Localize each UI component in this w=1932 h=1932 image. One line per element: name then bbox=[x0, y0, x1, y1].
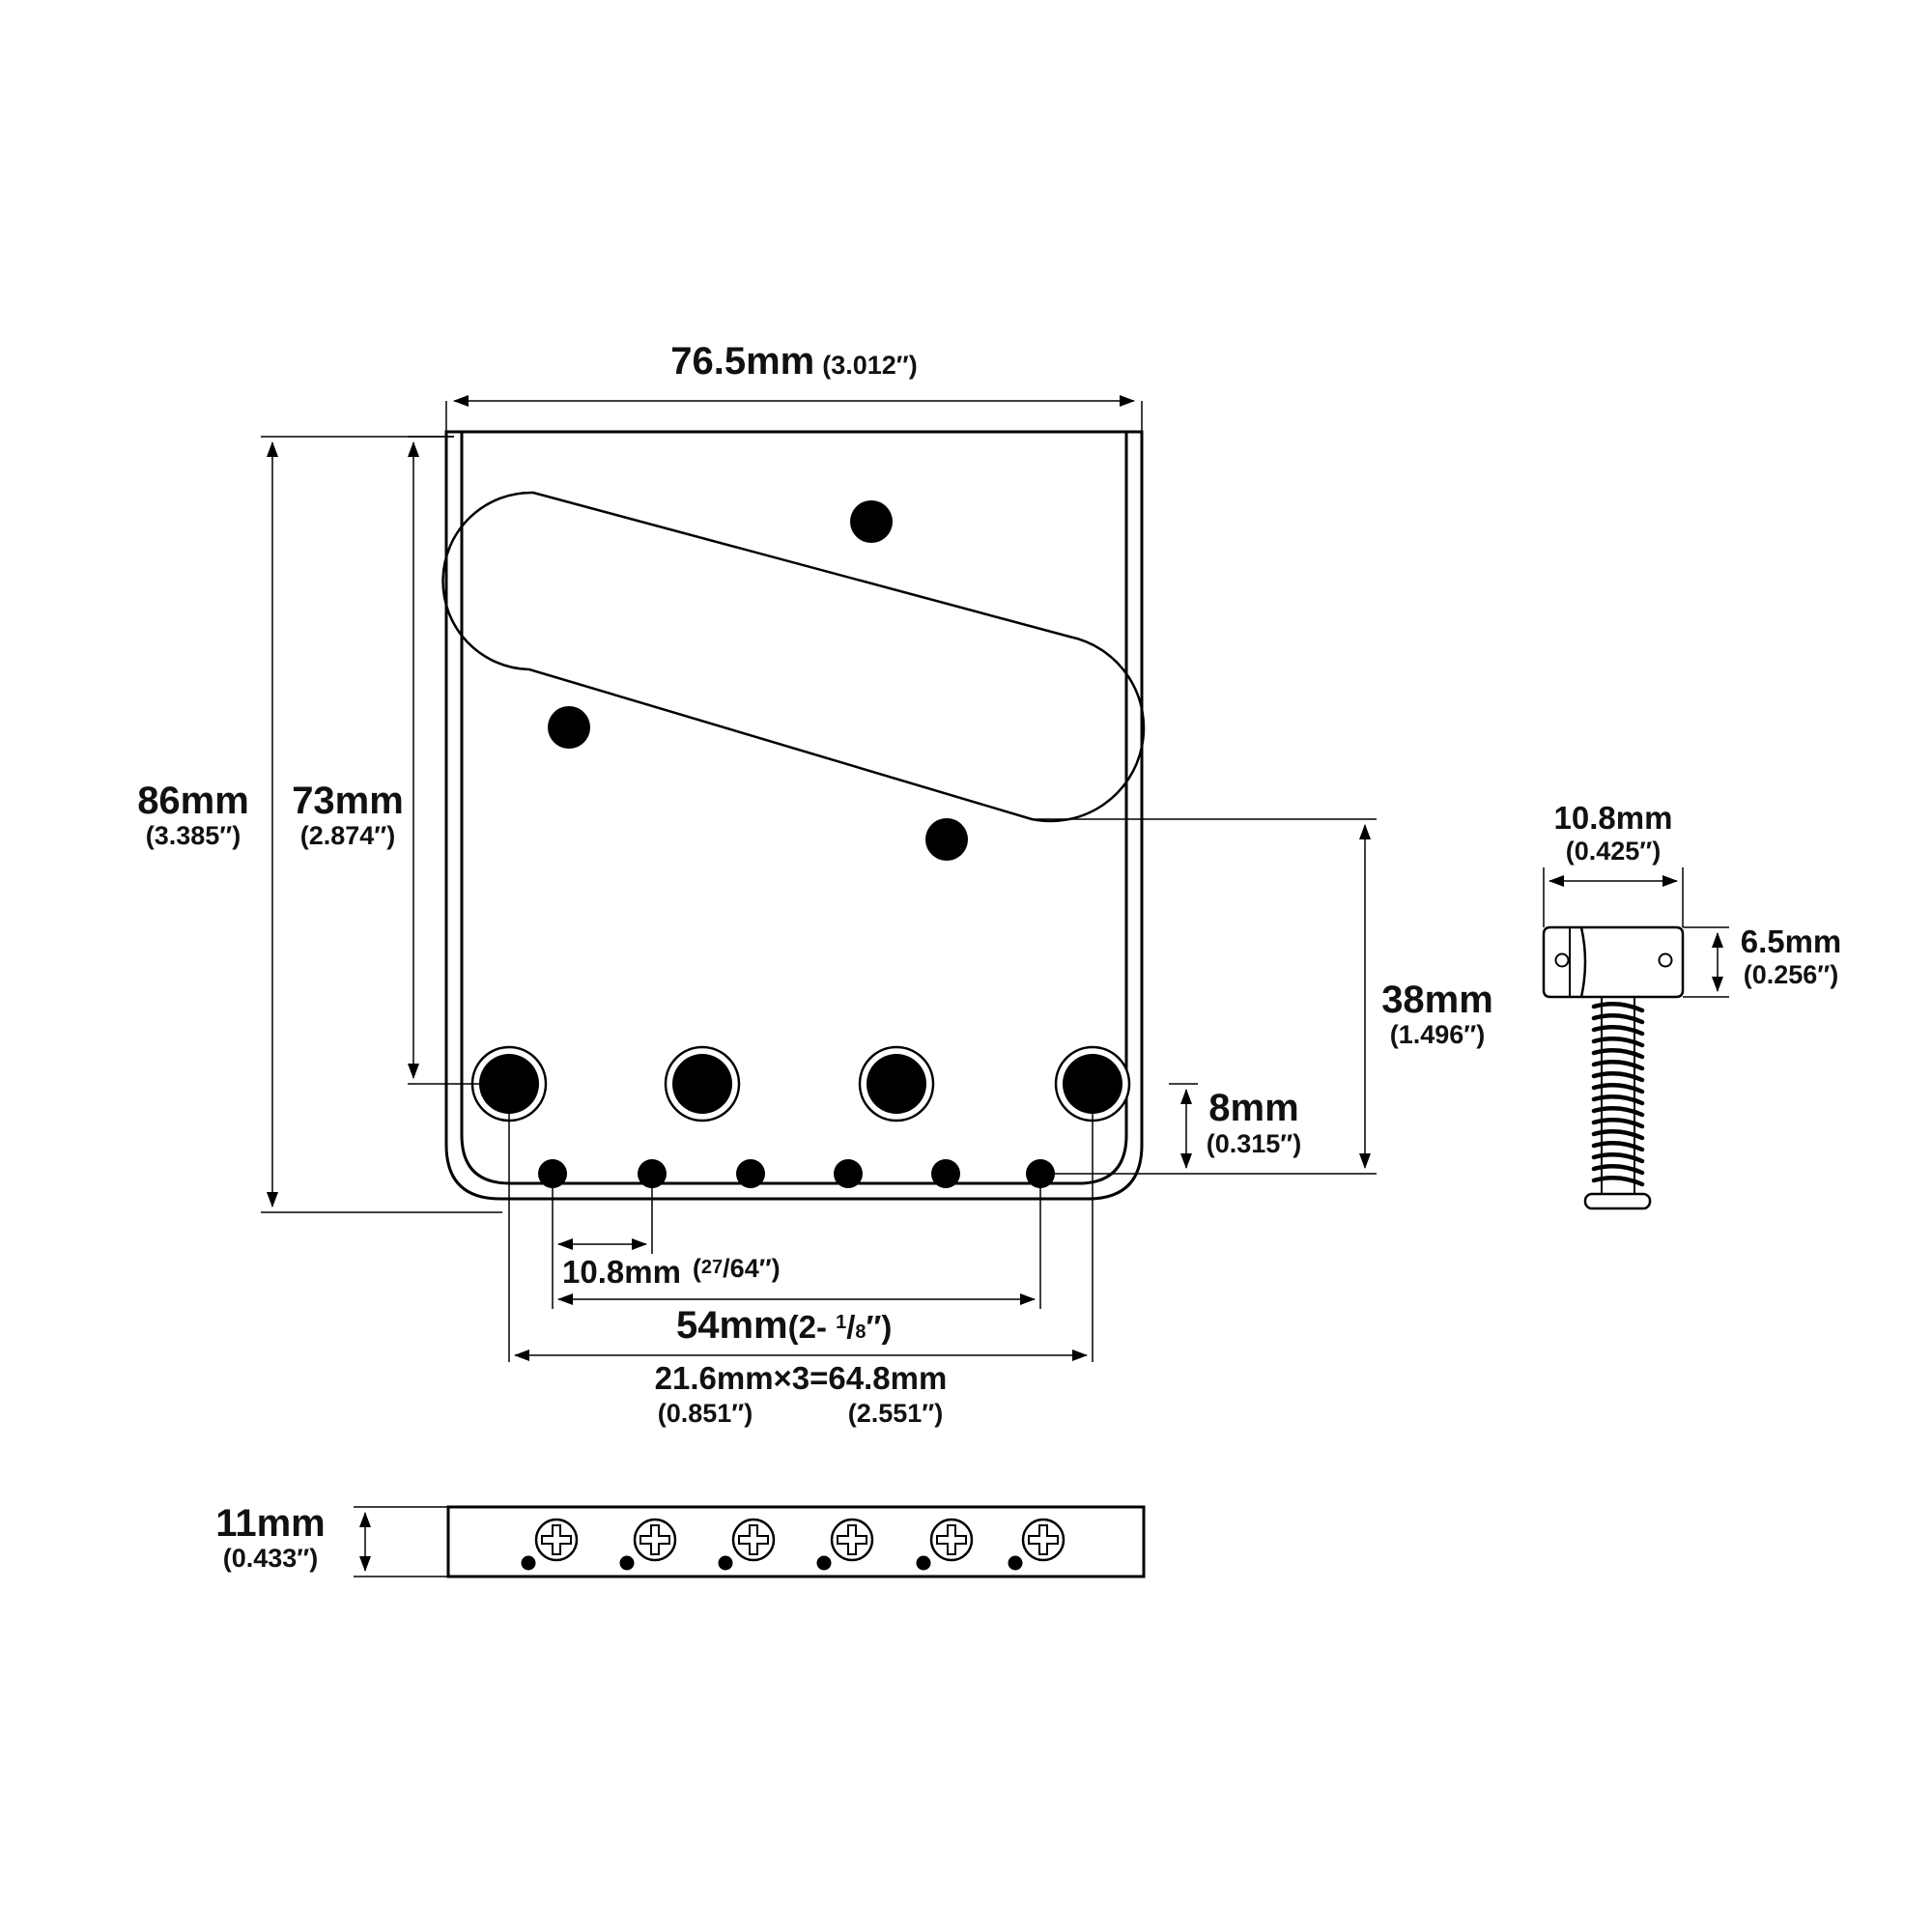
spring-icon bbox=[1591, 996, 1645, 1196]
side-string-hole-icon bbox=[1008, 1555, 1023, 1571]
phillips-screw-icon bbox=[929, 1518, 974, 1562]
string-hole-icon bbox=[736, 1159, 765, 1188]
string-hole-icon bbox=[834, 1159, 863, 1188]
phillips-screw-icon bbox=[1021, 1518, 1065, 1562]
saddle-span-in-b: (2.551″) bbox=[848, 1399, 943, 1428]
pickup-screw-holes bbox=[548, 500, 968, 861]
saddle-screw-hole-icon bbox=[1554, 952, 1570, 968]
string-hole-icon bbox=[931, 1159, 960, 1188]
saddle-screw-hole-icon bbox=[1658, 952, 1673, 968]
pickup-screw-hole-icon bbox=[850, 500, 893, 543]
side-string-hole-icon bbox=[718, 1555, 733, 1571]
saddle-length-mm: 10.8mm bbox=[1554, 800, 1673, 836]
saddle-height-in: (0.256″) bbox=[1744, 960, 1838, 989]
string-holes-row bbox=[538, 1159, 1055, 1188]
side-view bbox=[446, 1505, 1146, 1578]
small-hole-offset-in: (0.315″) bbox=[1207, 1129, 1301, 1158]
saddle-length-in: (0.425″) bbox=[1566, 837, 1661, 866]
plate-height-in: (3.385″) bbox=[146, 821, 241, 850]
bridge-plate bbox=[441, 430, 1146, 1201]
saddle bbox=[1542, 925, 1685, 1210]
mounting-holes-row bbox=[470, 1045, 1131, 1122]
side-string-hole-icon bbox=[816, 1555, 832, 1571]
side-string-hole-icon bbox=[521, 1555, 536, 1571]
side-dimension-lines bbox=[354, 1506, 448, 1577]
phillips-screw-icon bbox=[830, 1518, 874, 1562]
saddle-height-mm: 6.5mm bbox=[1741, 923, 1842, 959]
plate-width-label: 76.5mm(3.012″) bbox=[670, 340, 917, 383]
hole-pitch-label: 10.8mm(27/64″) bbox=[562, 1254, 781, 1290]
side-string-hole-icon bbox=[619, 1555, 635, 1571]
saddle-dimension-lines bbox=[1543, 867, 1729, 998]
holes-height-mm: 73mm bbox=[292, 780, 404, 822]
side-height-in: (0.433″) bbox=[223, 1544, 318, 1573]
hole-span-label: 54mm(2- 1/8″) bbox=[676, 1304, 892, 1347]
holes-height-in: (2.874″) bbox=[300, 821, 395, 850]
pickup-slot bbox=[441, 491, 1146, 823]
side-height-mm: 11mm bbox=[215, 1502, 325, 1545]
mounting-hole-icon bbox=[664, 1045, 741, 1122]
mounting-hole-icon bbox=[858, 1045, 935, 1122]
saddle-span-in-a: (0.851″) bbox=[658, 1399, 753, 1428]
small-hole-offset-mm: 8mm bbox=[1208, 1087, 1298, 1129]
pickup-offset-mm: 38mm bbox=[1381, 979, 1493, 1021]
dimension-lines bbox=[261, 395, 1377, 1362]
phillips-screw-icon bbox=[731, 1518, 776, 1562]
side-screws-row bbox=[521, 1518, 1065, 1571]
saddle-bottom-cap bbox=[1583, 1192, 1652, 1210]
pickup-screw-hole-icon bbox=[925, 818, 968, 861]
side-string-hole-icon bbox=[916, 1555, 931, 1571]
phillips-screw-icon bbox=[633, 1518, 677, 1562]
pickup-offset-in: (1.496″) bbox=[1390, 1020, 1485, 1049]
plate-height-mm: 86mm bbox=[137, 780, 249, 822]
pickup-screw-hole-icon bbox=[548, 706, 590, 749]
saddle-span-formula: 21.6mm×3=64.8mm bbox=[655, 1360, 948, 1396]
phillips-screw-icon bbox=[534, 1518, 579, 1562]
